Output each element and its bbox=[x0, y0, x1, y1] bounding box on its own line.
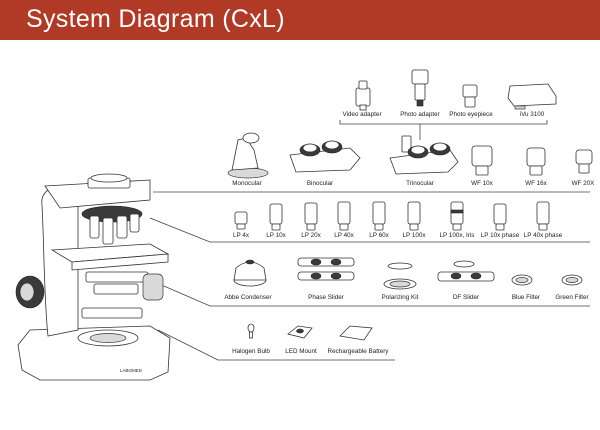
objective-d bbox=[129, 213, 140, 233]
brand-mark: LABOMED bbox=[120, 368, 143, 373]
condenser-mount bbox=[93, 283, 139, 295]
mirror-slide bbox=[81, 307, 143, 319]
objective-lp-40x-phase-icon bbox=[536, 201, 550, 231]
label-blue-filter: Blue Filter bbox=[512, 294, 540, 301]
monocular-icon bbox=[227, 132, 269, 179]
label-trinocular: Trinocular bbox=[406, 180, 434, 187]
label-polarizing-kit: Polarizing Kit bbox=[382, 294, 419, 301]
connector-lines bbox=[149, 120, 590, 361]
halogen-bulb-icon bbox=[247, 323, 255, 339]
label-video-adapter: Video adapter bbox=[342, 111, 381, 118]
label-binocular: Binocular bbox=[307, 180, 333, 187]
wf-20x-eyepiece-icon bbox=[575, 149, 593, 174]
objective-lp-20x-icon bbox=[304, 202, 318, 231]
label-rechargeable-battery: Rechargeable Battery bbox=[328, 348, 390, 355]
wf-10x-eyepiece-icon bbox=[471, 145, 493, 176]
video-adapter-icon bbox=[355, 80, 371, 111]
label-phase-slider: Phase Slider bbox=[308, 294, 344, 301]
label-lp-4x: LP 4x bbox=[233, 232, 250, 239]
label-wf-16x: WF 16x bbox=[525, 180, 548, 187]
abbe-condenser-icon bbox=[233, 259, 267, 287]
eyepiece-port bbox=[90, 173, 128, 183]
illumination-row-labels: Halogen Bulb LED Mount Rechargeable Batt… bbox=[232, 348, 389, 355]
blue-filter-icon bbox=[511, 274, 533, 286]
objective-c bbox=[116, 215, 128, 239]
illuminator-lens bbox=[89, 333, 127, 343]
objective-lp-10x-icon bbox=[269, 203, 283, 231]
objective-b bbox=[102, 217, 114, 245]
label-photo-adapter: Photo adapter bbox=[400, 111, 440, 118]
stage-control-knob bbox=[142, 273, 164, 301]
label-wf-10x: WF 10x bbox=[471, 180, 494, 187]
label-wf-20x: WF 20X bbox=[572, 180, 596, 187]
focus-knob-inner bbox=[19, 282, 35, 302]
label-lp-10x: LP 10x bbox=[266, 232, 286, 239]
label-lp-20x: LP 20x bbox=[301, 232, 321, 239]
label-monocular: Monocular bbox=[232, 180, 261, 187]
label-lp-40x: LP 40x bbox=[334, 232, 354, 239]
label-led-mount: LED Mount bbox=[285, 348, 317, 355]
label-lp-100x: LP 100x bbox=[403, 232, 427, 239]
rechargeable-battery-icon bbox=[339, 325, 373, 341]
objective-row bbox=[234, 201, 550, 231]
objective-lp-100x-icon bbox=[407, 201, 421, 231]
label-abbe-condenser: Abbe Condenser bbox=[224, 294, 271, 301]
label-photo-eyepiece: Photo eyepiece bbox=[449, 111, 493, 118]
wf-16x-eyepiece-icon bbox=[526, 147, 546, 176]
microscope-illustration: LABOMED bbox=[15, 173, 171, 381]
objective-lp-60x-icon bbox=[372, 201, 386, 231]
label-halogen-bulb: Halogen Bulb bbox=[232, 348, 270, 355]
title-bar: System Diagram (CxL) bbox=[0, 0, 600, 40]
label-ivu-3100: iVu 3100 bbox=[520, 111, 545, 118]
label-df-slider: DF Slider bbox=[453, 294, 479, 301]
camera-row-labels: Video adapter Photo adapter Photo eyepie… bbox=[342, 111, 544, 118]
stage-holder bbox=[85, 271, 149, 283]
page-title: System Diagram (CxL) bbox=[26, 5, 285, 33]
label-green-filter: Green Filter bbox=[555, 294, 588, 301]
ivu-3100-camera-icon bbox=[507, 83, 557, 110]
camera-row bbox=[355, 69, 557, 111]
led-mount-icon bbox=[287, 325, 313, 339]
green-filter-icon bbox=[561, 274, 583, 286]
camera-bracket-line bbox=[339, 120, 548, 125]
photo-adapter-icon bbox=[411, 69, 429, 107]
head-row-labels: Monocular Binocular Trinocular WF 10x WF… bbox=[232, 180, 595, 187]
illumination-row-line bbox=[157, 329, 395, 361]
illumination-row bbox=[247, 323, 373, 341]
label-lp-40x-phase: LP 40x phase bbox=[524, 232, 563, 239]
df-slider-icon bbox=[437, 260, 495, 282]
label-lp-60x: LP 60x bbox=[369, 232, 389, 239]
objective-lp-100x-iris-icon bbox=[450, 201, 464, 231]
photo-eyepiece-icon bbox=[462, 84, 478, 108]
objective-row-labels: LP 4x LP 10x LP 20x LP 40x LP 60x LP 100… bbox=[233, 232, 563, 239]
label-lp-100x-iris: LP 100x, Iris bbox=[440, 232, 475, 239]
condenser-row-labels: Abbe Condenser Phase Slider Polarizing K… bbox=[224, 294, 588, 301]
polarizing-kit-icon bbox=[383, 262, 417, 290]
objective-a bbox=[89, 215, 100, 239]
stage-front bbox=[71, 253, 169, 271]
phase-slider-icon bbox=[297, 257, 355, 281]
objective-lp-40x-icon bbox=[337, 201, 351, 231]
condenser-row bbox=[233, 257, 583, 290]
condenser-row-line bbox=[149, 279, 590, 307]
binocular-icon bbox=[289, 140, 361, 173]
objective-lp-4x-icon bbox=[234, 211, 248, 230]
trinocular-icon bbox=[389, 135, 459, 175]
objective-lp-10x-phase-icon bbox=[493, 203, 507, 231]
head-row bbox=[227, 132, 593, 179]
label-lp-10x-phase: LP 10x phase bbox=[481, 232, 520, 239]
objective-row-line bbox=[149, 217, 590, 243]
